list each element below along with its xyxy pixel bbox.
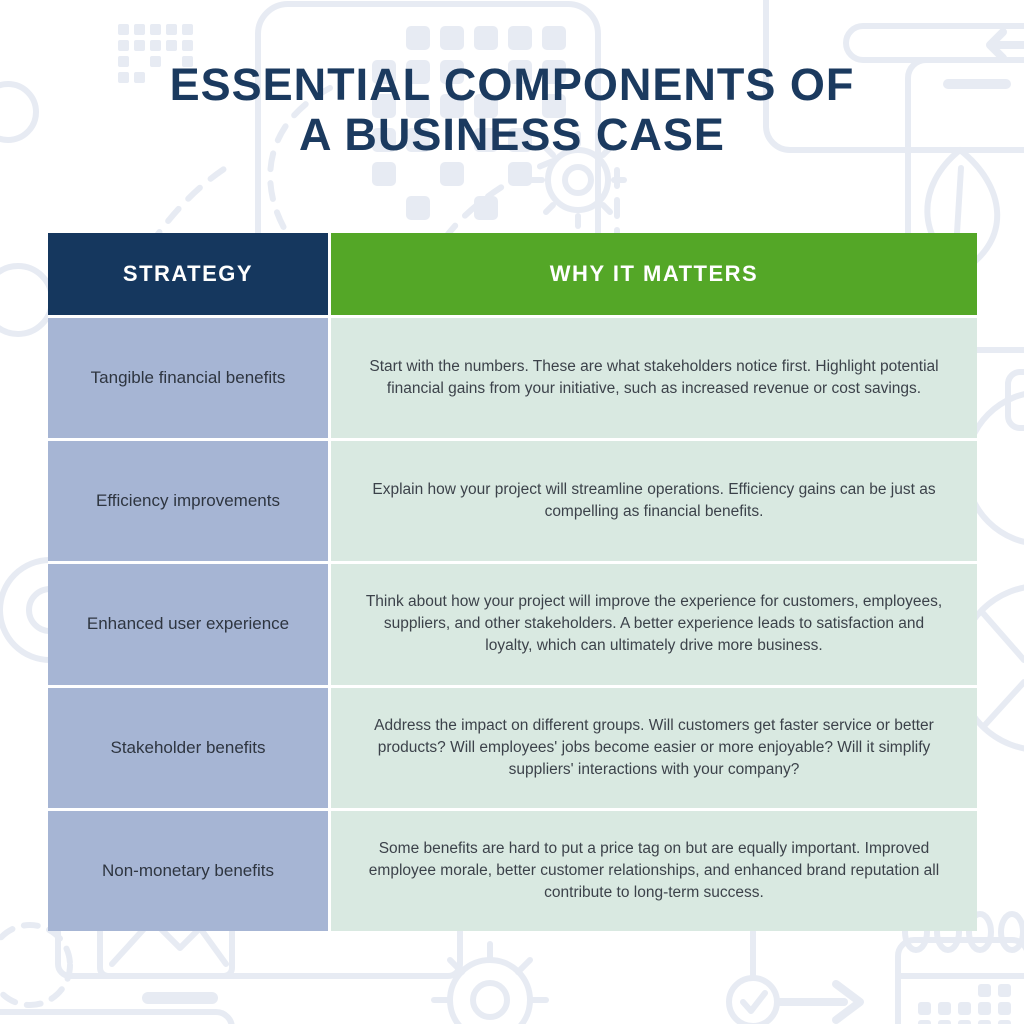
strategy-cell: Stakeholder benefits bbox=[48, 687, 328, 808]
why-cell: Think about how your project will improv… bbox=[331, 564, 977, 685]
column-header-why: WHY IT MATTERS bbox=[331, 233, 977, 315]
gear-bottom-doodle-icon bbox=[431, 941, 549, 1024]
flowchart-doodle-icon bbox=[726, 929, 864, 1024]
arrow-left-doodle-icon bbox=[986, 28, 1024, 62]
strategy-cell: Efficiency improvements bbox=[48, 441, 328, 562]
pixel-grid-doodles bbox=[118, 24, 1011, 1024]
page-title: ESSENTIAL COMPONENTS OF A BUSINESS CASE bbox=[0, 59, 1024, 161]
calendar-doodle-icon bbox=[895, 911, 1024, 1024]
column-header-strategy: STRATEGY bbox=[48, 233, 328, 315]
business-case-table: STRATEGY WHY IT MATTERS Tangible financi… bbox=[48, 233, 977, 931]
page-title-line1: ESSENTIAL COMPONENTS OF bbox=[169, 59, 855, 110]
strategy-cell: Tangible financial benefits bbox=[48, 318, 328, 439]
gear-small-doodle-icon bbox=[529, 131, 627, 229]
why-cell: Some benefits are hard to put a price ta… bbox=[331, 810, 977, 931]
strategy-cell: Non-monetary benefits bbox=[48, 810, 328, 931]
why-cell: Address the impact on different groups. … bbox=[331, 687, 977, 808]
why-cell: Explain how your project will streamline… bbox=[331, 441, 977, 562]
why-cell: Start with the numbers. These are what s… bbox=[331, 318, 977, 439]
page-title-line2: A BUSINESS CASE bbox=[299, 109, 725, 161]
strategy-cell: Enhanced user experience bbox=[48, 564, 328, 685]
